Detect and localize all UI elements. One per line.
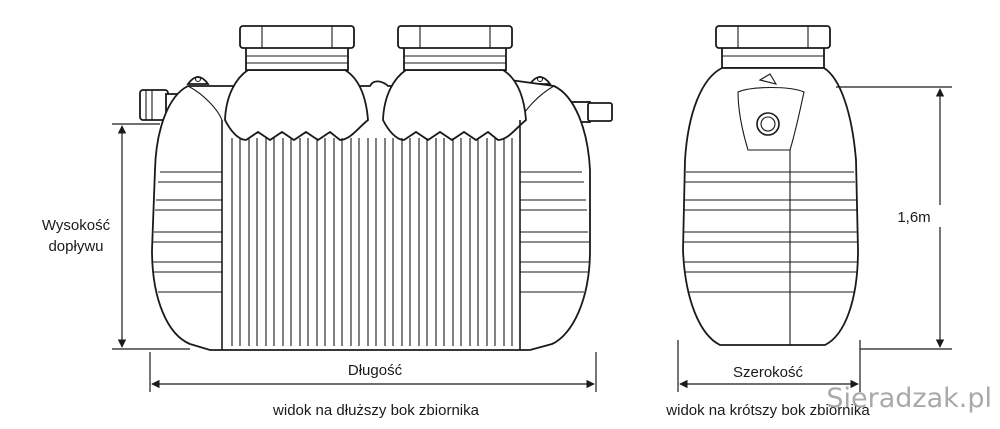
- length-label: Długość: [348, 362, 403, 379]
- manhole-cover-short: [715, 25, 831, 69]
- inlet-height-label-line2: dopływu: [48, 238, 103, 255]
- watermark: Sieradzak.pl: [826, 383, 992, 414]
- inlet-height-label-line1: Wysokość: [42, 217, 111, 234]
- neck-right: [382, 69, 527, 142]
- outlet-pipe: [571, 101, 613, 123]
- end-ribs-short: [683, 171, 858, 293]
- corrugations: [231, 138, 513, 346]
- manhole-cover-right: [397, 25, 513, 71]
- tank-body-short: [682, 67, 859, 346]
- neck-left: [224, 69, 369, 142]
- tank-long-side-view: [139, 25, 613, 351]
- manhole-cover-left: [239, 25, 355, 71]
- pipe-opening: [756, 112, 780, 136]
- caption-long-side: widok na dłuższy bok zbiornika: [272, 402, 480, 419]
- dimension-inlet-height: [112, 123, 190, 350]
- lifting-lug-left: [186, 76, 210, 85]
- end-ribs-left: [153, 171, 222, 293]
- tank-short-side-view: [682, 25, 859, 346]
- caption-short-side: widok na krótszy bok zbiornika: [665, 402, 870, 419]
- width-label: Szerokość: [733, 364, 804, 381]
- end-ribs-right: [520, 171, 589, 293]
- dimension-length: [149, 352, 597, 392]
- height-label: 1,6m: [897, 209, 930, 226]
- tank-body-long: [151, 78, 591, 351]
